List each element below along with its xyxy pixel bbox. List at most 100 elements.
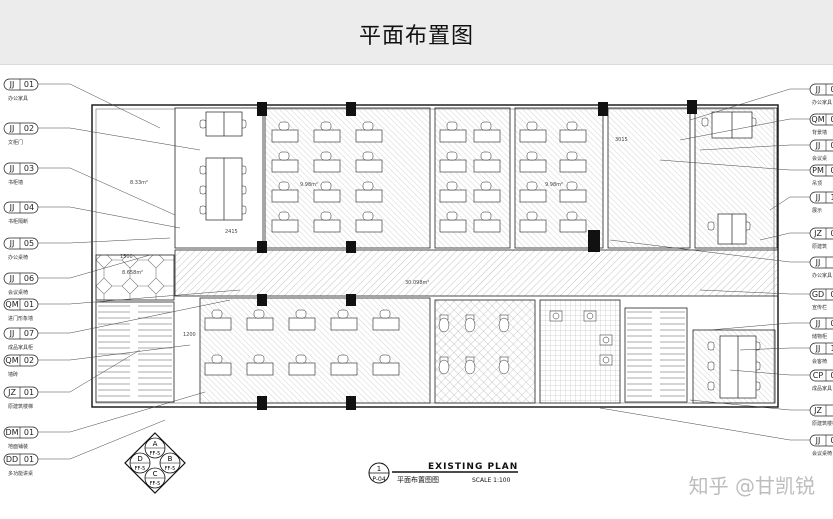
chair — [707, 361, 715, 371]
tag-note: 办公家具 — [812, 99, 832, 106]
chair — [379, 309, 391, 319]
tag-code: JJ — [815, 436, 821, 445]
compass-cell: FF-5 — [150, 451, 161, 457]
chair — [526, 121, 538, 131]
dimension-label: 2415 — [225, 229, 238, 235]
sink — [583, 310, 597, 322]
area-label: 30.098m² — [405, 280, 429, 286]
material-tag: JJ 06 会议桌椅 — [3, 254, 151, 296]
tag-number: 0 — [830, 229, 833, 238]
desk — [372, 362, 400, 376]
corridor — [174, 249, 779, 297]
tag-code: QM — [5, 300, 18, 309]
tag-number: 01 — [24, 388, 34, 397]
chair — [379, 354, 391, 364]
sink-basin — [552, 312, 560, 320]
desk — [439, 189, 467, 203]
desk — [355, 219, 383, 233]
chair — [566, 121, 578, 131]
chair — [211, 309, 223, 319]
tag-note: 原建筑 — [812, 243, 827, 250]
area-label: 9.98m² — [545, 182, 563, 188]
tag-code: PM — [812, 166, 824, 175]
chair — [278, 121, 290, 131]
chair — [362, 121, 374, 131]
tag-note: 会议桌椅 — [8, 289, 28, 296]
chair — [480, 211, 492, 221]
material-tag: CP0成品家具 — [729, 369, 833, 392]
chair — [253, 309, 265, 319]
tag-number: 0 — [830, 319, 833, 328]
chair — [278, 211, 290, 221]
material-tag: QM 01 进门形象墙 — [3, 289, 241, 322]
tag-number: 01 — [24, 80, 34, 89]
tag-note: 原建筑楼梯 — [8, 403, 33, 410]
tag-number: 06 — [24, 274, 34, 283]
chair — [566, 181, 578, 191]
desk — [330, 362, 358, 376]
tag-code: JJ — [815, 258, 821, 267]
material-tag: JZ原建筑楼梯 — [689, 399, 833, 427]
material-tag: QM 0背景墙 — [679, 113, 833, 141]
tag-note: 会议桌 — [812, 155, 827, 162]
tag-note: 进门形象墙 — [8, 315, 33, 322]
desk — [355, 189, 383, 203]
dimension-label: 3015 — [615, 137, 628, 143]
desk — [473, 129, 501, 143]
tag-code: JJ — [9, 239, 15, 248]
material-tag: JJ0储物柜 — [709, 317, 833, 340]
area-label: 9.98m² — [300, 182, 318, 188]
desk — [355, 129, 383, 143]
desk — [439, 219, 467, 233]
tag-number: 0 — [830, 115, 833, 124]
tag-number: 04 — [24, 203, 34, 212]
area-label: 8.33m² — [130, 180, 148, 186]
chair — [446, 151, 458, 161]
desk — [204, 317, 232, 331]
sink — [549, 310, 563, 322]
desk — [519, 159, 547, 173]
desk — [271, 159, 299, 173]
desk — [473, 159, 501, 173]
chair — [278, 181, 290, 191]
tag-note: 书柜隔断 — [8, 218, 28, 225]
tag-note: 背景墙 — [812, 129, 827, 136]
tag-note: 地面铺装 — [8, 443, 28, 450]
chair — [337, 354, 349, 364]
desk — [313, 219, 341, 233]
material-tag: JZ0原建筑 — [759, 227, 833, 250]
desk — [439, 129, 467, 143]
chair — [446, 211, 458, 221]
tag-number: 0 — [830, 141, 833, 150]
tag-number: 01 — [24, 428, 34, 437]
tag-note: 成品家具柜 — [8, 344, 33, 351]
tag-code: QM — [811, 115, 824, 124]
desk — [372, 317, 400, 331]
tag-number: 01 — [24, 455, 34, 464]
tag-code: JJ — [9, 80, 15, 89]
chair — [526, 151, 538, 161]
toilet-bowl — [498, 317, 510, 333]
tag-number: 0 — [830, 436, 833, 445]
right-material-tags: JJ0办公家具QM0背景墙JJ0会议桌PM0吊顶JJ1展示JZ0原建筑JJ办公家… — [599, 83, 833, 457]
toilet-fixtures — [438, 310, 613, 375]
tag-code: JJ — [9, 274, 15, 283]
chair — [707, 381, 715, 391]
chair — [199, 165, 207, 175]
tag-number: 01 — [24, 300, 34, 309]
drawing-scale: SCALE 1:100 — [472, 477, 511, 484]
desk — [473, 219, 501, 233]
tag-number: 03 — [24, 164, 34, 173]
tag-note: 吊顶 — [812, 181, 822, 187]
chair — [253, 354, 265, 364]
sink-basin — [586, 312, 594, 320]
area-labels: 8.658m² 8.33m² 9.98m² 30.098m² 9.98m² 24… — [120, 137, 628, 338]
desk — [559, 219, 587, 233]
